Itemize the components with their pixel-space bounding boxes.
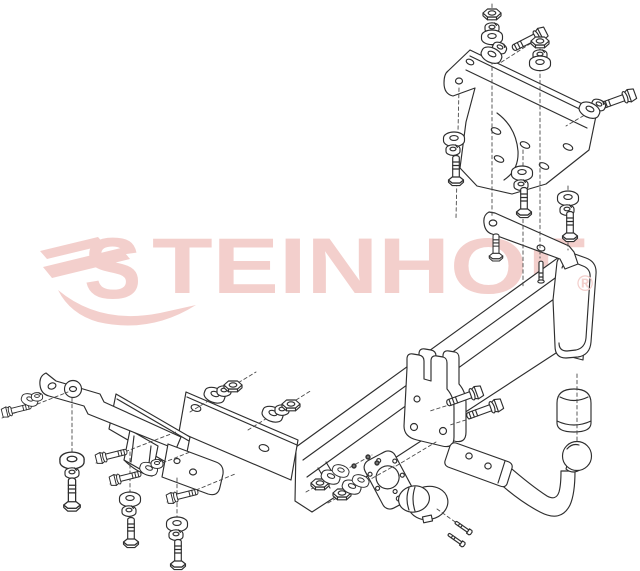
hex-nut (223, 380, 243, 393)
towball (561, 440, 593, 473)
logo-stripe-icon (43, 248, 130, 278)
top-mounting-bracket (443, 49, 598, 195)
center-mounting-plate (178, 391, 299, 481)
flat-washer (510, 165, 534, 182)
spring-washer (445, 144, 461, 156)
small-screw (453, 519, 474, 536)
left-side-bracket (39, 372, 182, 450)
towball-cover-cap (556, 388, 592, 433)
registered-mark: ® (577, 271, 593, 296)
flat-washer (556, 190, 580, 207)
small-screw (364, 453, 372, 461)
hex-nut (482, 8, 502, 21)
flat-washer (528, 55, 552, 72)
small-screw (350, 462, 358, 470)
spring-washer (168, 529, 184, 541)
drawing-linework: ® (0, 3, 638, 571)
logo-swoosh-icon (58, 290, 196, 326)
ball-mount-fork-bracket (403, 348, 467, 448)
hex-bolt (122, 516, 140, 549)
spring-washer (64, 467, 80, 479)
side-bracket-end-plate (161, 443, 224, 496)
logo-stripe-icon (40, 237, 105, 259)
flat-washer (59, 451, 85, 470)
hex-bolt (169, 538, 187, 571)
hex-nut (530, 36, 550, 49)
hex-bolt (63, 477, 81, 512)
hex-nut (281, 399, 301, 412)
threaded-stud (537, 260, 545, 284)
spring-washer (30, 392, 44, 402)
hex-bolt (94, 445, 129, 466)
small-screw (373, 459, 381, 467)
flat-washer (118, 491, 142, 508)
electrical-socket-housing (398, 485, 449, 524)
beam-end-cap (552, 252, 597, 359)
towball-receiver (444, 442, 513, 488)
spring-washer (150, 458, 164, 469)
small-screw (446, 531, 467, 548)
logo-letter-s: S (84, 221, 141, 317)
support-strap (483, 211, 579, 270)
spring-washer (121, 505, 137, 517)
